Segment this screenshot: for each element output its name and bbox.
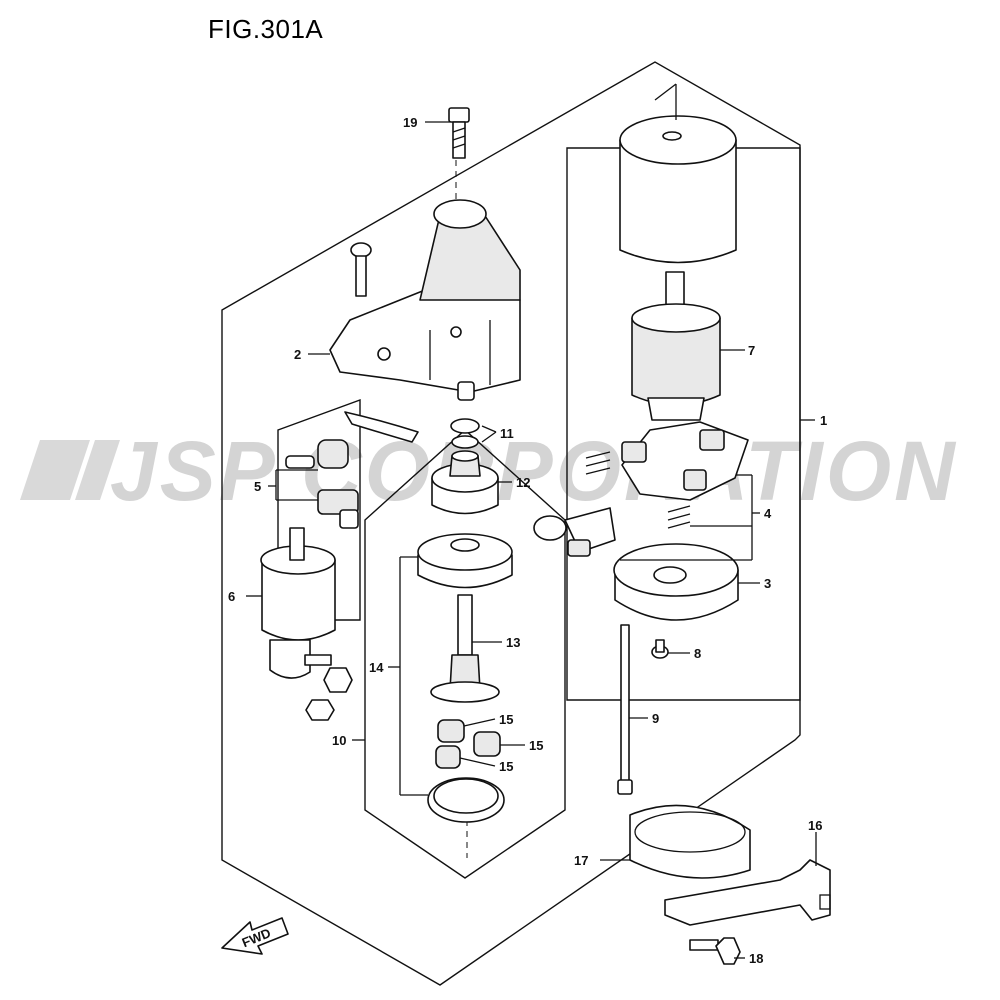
housing-screw [350,242,372,297]
callout-8: 8 [694,646,701,661]
drive-housing [417,533,513,589]
leader-lines [246,83,817,959]
callout-9: 9 [652,711,659,726]
part-12-pinion [431,450,499,515]
part-18-bolt [689,937,741,965]
fwd-arrow-icon: FWD [221,917,289,955]
bushing [457,381,475,401]
callout-4: 4 [764,506,772,521]
callout-7: 7 [748,343,755,358]
callout-15c: 15 [499,759,513,774]
part-17-band [629,804,751,879]
part-11-washer [450,418,480,449]
part-3-end-cover [613,543,739,621]
callout-16: 16 [808,818,822,833]
figure-title: FIG.301A [208,14,324,44]
callout-15b: 15 [529,738,543,753]
part-9-through-bolt [617,624,633,795]
part-13-shaft [430,594,500,703]
callout-6: 6 [228,589,235,604]
callout-3: 3 [764,576,771,591]
callout-1: 1 [820,413,827,428]
part-6-solenoid [260,527,353,721]
callout-17: 17 [574,853,588,868]
callouts: 19 2 11 12 5 6 7 1 4 3 8 9 14 13 10 15 1… [228,115,827,966]
part-15-gears [435,719,501,769]
part-19-bolt [448,107,470,159]
callout-14: 14 [369,660,384,675]
terminal-lead [533,507,616,557]
callout-13: 13 [506,635,520,650]
part-4-brush-holder [585,421,749,529]
callout-10: 10 [332,733,346,748]
part-5-shift-lever [285,411,419,529]
part-16-bracket [664,859,831,926]
callout-12: 12 [516,475,530,490]
watermark-text: JSP CORPORATION [110,424,958,518]
ring-gear [427,777,505,823]
part-2-front-housing [329,199,521,393]
callout-2: 2 [294,347,301,362]
callout-18: 18 [749,951,763,966]
watermark: JSP CORPORATION [20,424,958,518]
motor-yoke [619,115,737,264]
part-8-screw [651,639,669,659]
part-7-armature [631,271,721,421]
callout-19: 19 [403,115,417,130]
callout-15a: 15 [499,712,513,727]
starter-assembly-outline [221,61,801,986]
callout-5: 5 [254,479,261,494]
callout-11: 11 [500,426,514,441]
